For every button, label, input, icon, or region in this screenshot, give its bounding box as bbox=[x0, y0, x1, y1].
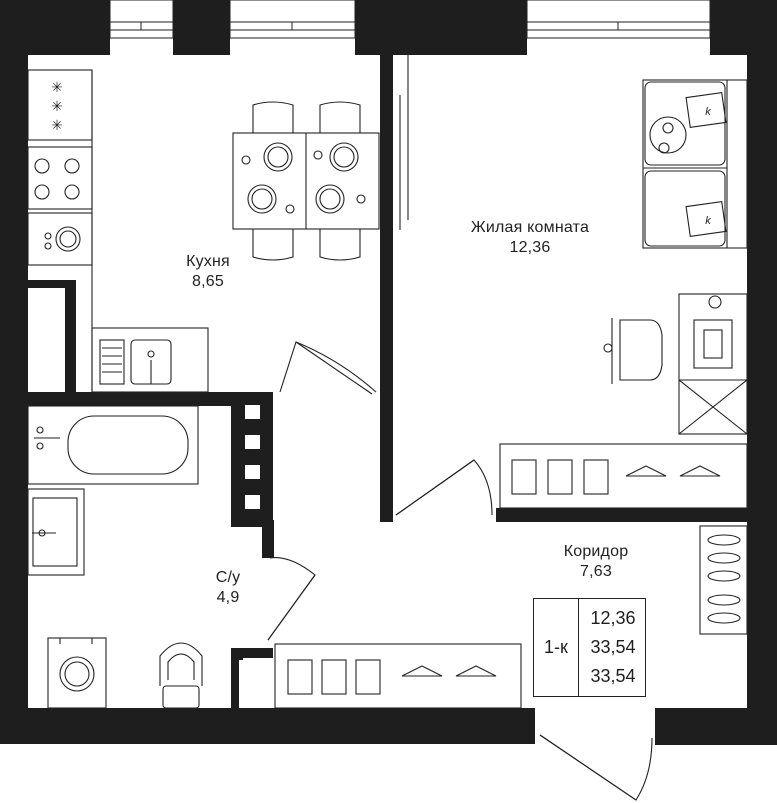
toilet bbox=[159, 642, 203, 709]
kitchen-area: 8,65 bbox=[192, 273, 224, 290]
dining-table bbox=[232, 101, 380, 261]
area-summary-divider bbox=[578, 599, 579, 696]
doors bbox=[267, 55, 653, 801]
corridor-name: Коридор bbox=[563, 543, 629, 560]
shoe-rack bbox=[699, 525, 748, 635]
pillow-label-1: k bbox=[705, 106, 711, 118]
pillow-labels: k k bbox=[705, 106, 711, 227]
windows bbox=[109, 0, 711, 39]
svg-text:✳: ✳ bbox=[51, 98, 63, 114]
living-room-name: Жилая комната bbox=[470, 219, 590, 236]
total-area-value-2: 33,54 bbox=[590, 666, 636, 686]
wardrobe-living bbox=[499, 443, 748, 509]
window-living bbox=[526, 0, 711, 39]
wardrobe-corridor bbox=[274, 643, 522, 709]
area-summary-box: 1-к 12,36 33,54 33,54 bbox=[533, 598, 646, 697]
living-room-label: Жилая комната 12,36 bbox=[450, 218, 610, 258]
window-kitchen-left bbox=[109, 0, 174, 39]
bathroom-sink bbox=[27, 488, 85, 576]
bathroom-name: С/у bbox=[215, 569, 241, 586]
kitchen-label: Кухня 8,65 bbox=[168, 252, 248, 292]
kitchen-name: Кухня bbox=[186, 253, 230, 270]
living-area-value: 12,36 bbox=[590, 608, 636, 628]
window-kitchen-right bbox=[229, 0, 356, 39]
bathroom-label: С/у 4,9 bbox=[198, 568, 258, 608]
washing-machine bbox=[47, 637, 107, 709]
apartment-type: 1-к bbox=[544, 637, 568, 657]
kitchen-counter-left: ✳ ✳ ✳ bbox=[27, 69, 93, 392]
corridor-area: 7,63 bbox=[580, 563, 612, 580]
bathtub bbox=[27, 405, 199, 485]
desk bbox=[603, 293, 748, 435]
column-niches bbox=[239, 405, 260, 708]
svg-text:✳: ✳ bbox=[51, 117, 63, 133]
walls bbox=[0, 0, 777, 745]
total-area-value: 33,54 bbox=[590, 637, 636, 657]
kitchen-sink bbox=[91, 327, 209, 393]
corridor-label: Коридор 7,63 bbox=[546, 542, 646, 582]
sofa bbox=[642, 79, 748, 249]
bathroom-area: 4,9 bbox=[216, 589, 240, 606]
svg-text:✳: ✳ bbox=[51, 79, 63, 95]
fixtures: ✳ ✳ ✳ bbox=[27, 55, 748, 801]
pillow-label-2: k bbox=[705, 215, 711, 227]
living-room-area: 12,36 bbox=[509, 239, 551, 256]
